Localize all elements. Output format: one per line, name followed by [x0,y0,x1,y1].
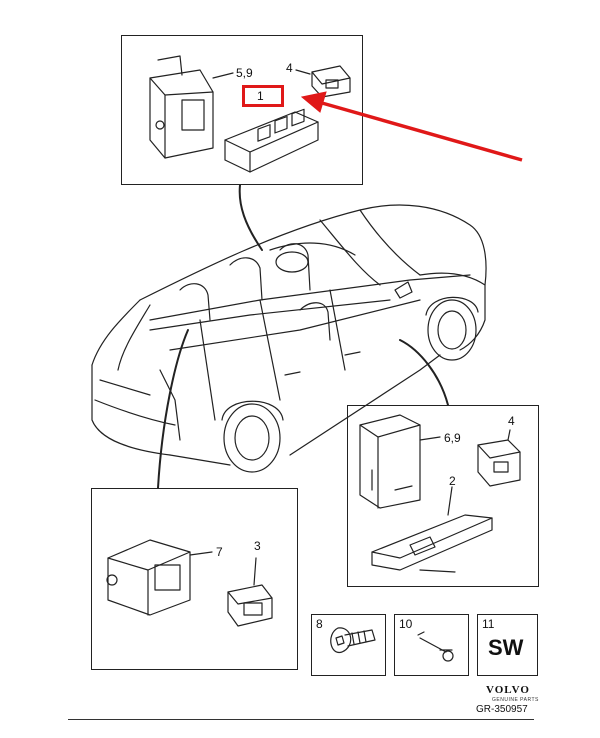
callout-11: 11 [482,617,495,631]
part-1-window-switch-panel [224,108,319,173]
part-5-9-control-module [149,55,214,159]
reference-code: GR-350957 [476,704,528,715]
callout-6-9-right: 6,9 [444,431,461,445]
part-box-10 [394,614,469,676]
highlight-box-part-1 [242,85,284,107]
part-box-11 [477,614,538,676]
part-3-switch [227,584,273,627]
callout-2-right: 2 [449,474,456,488]
right-detail-frame [347,405,539,587]
leader-top [238,184,263,251]
brand-logo-text: VOLVO [486,684,530,696]
callout-5-9-top: 5,9 [236,66,253,80]
left-detail-frame [91,488,298,670]
callout-7-left: 7 [216,545,223,559]
part-8-screw [330,627,376,653]
callout-1-top: 1 [257,89,264,103]
car-outline [91,204,487,473]
leader-right [399,339,449,406]
part-2-window-switch-trim [371,514,493,573]
brand-subtitle: GENUINE PARTS [492,697,539,703]
part-4-switch-right [477,439,521,487]
part-10-clip [417,631,454,662]
part-4-switch-top [311,65,351,98]
part-box-8 [311,614,386,676]
callout-4-right: 4 [508,414,515,428]
callout-4-top: 4 [286,61,293,75]
callout-3-left: 3 [254,539,261,553]
highlight-arrow [300,91,523,162]
callout-8: 8 [316,617,323,631]
leader-left [157,329,189,489]
bottom-divider [68,719,534,720]
part-7-control-module [106,539,191,616]
callout-10: 10 [399,617,413,631]
sw-label: SW [488,635,524,660]
part-6-9-control-module [359,414,421,509]
